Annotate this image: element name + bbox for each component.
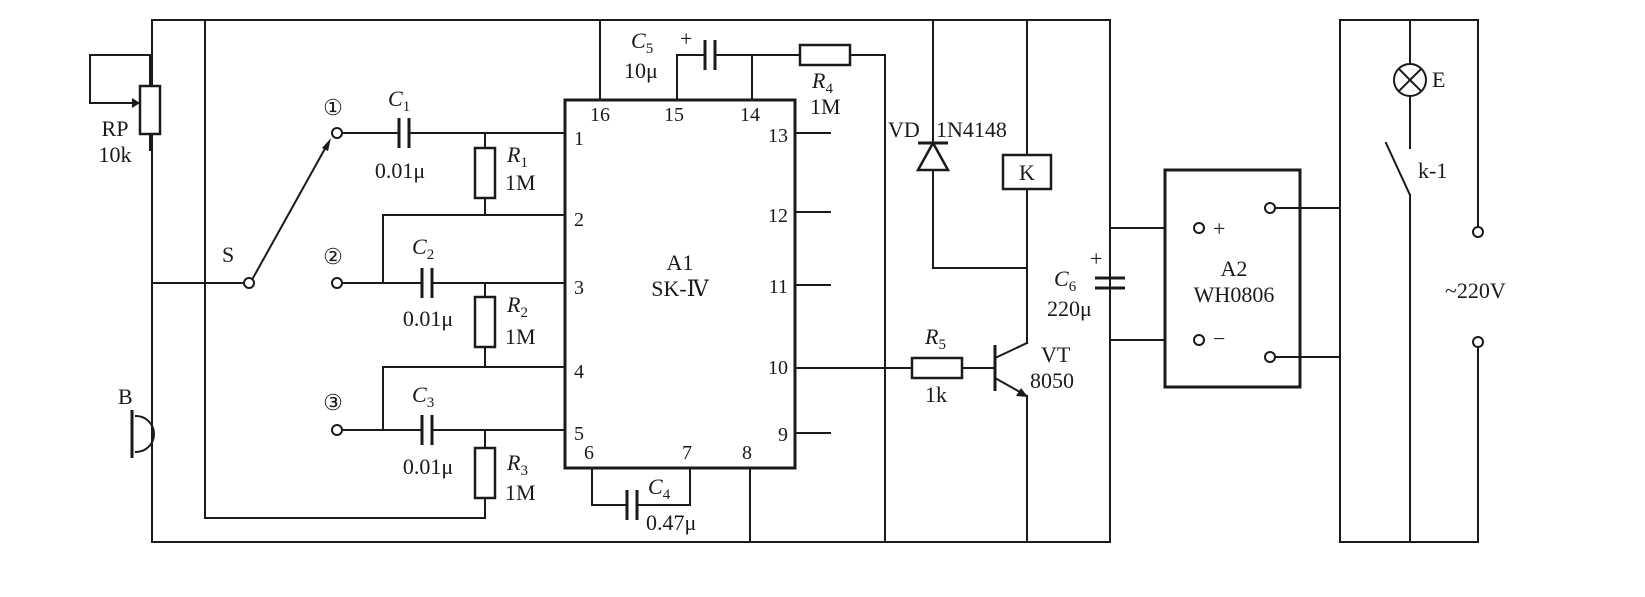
relay-coil-k: K bbox=[1001, 19, 1053, 344]
rp-name: RP bbox=[102, 116, 129, 141]
r2-value: 1M bbox=[505, 324, 536, 349]
mains-label: ~220V bbox=[1445, 278, 1506, 303]
transistor-part: 8050 bbox=[1030, 368, 1074, 393]
a2-name: A2 bbox=[1221, 256, 1248, 281]
switch-name: S bbox=[222, 242, 234, 267]
r5-value: 1k bbox=[925, 382, 947, 407]
a1-pin-1: 1 bbox=[574, 128, 584, 150]
a1-pin-15: 15 bbox=[664, 104, 684, 126]
potentiometer-rp: RP 10k bbox=[89, 54, 162, 167]
module-a2: + − A2 WH0806 bbox=[1163, 168, 1341, 389]
lamp-name: E bbox=[1432, 67, 1445, 92]
resistor-r5: R5 1k bbox=[794, 324, 996, 407]
c1-label: C1 bbox=[388, 86, 410, 115]
diode-vd: VD 1N4148 bbox=[888, 19, 1028, 269]
r4-label: R4 bbox=[811, 68, 833, 97]
capacitor-c4: C4 0.47μ bbox=[591, 467, 696, 535]
c1-value: 0.01μ bbox=[375, 158, 425, 183]
a2-plus: + bbox=[1213, 216, 1225, 241]
a1-pin-6: 6 bbox=[584, 442, 594, 464]
a1-pin-14: 14 bbox=[740, 104, 760, 126]
transistor-name: VT bbox=[1041, 342, 1071, 367]
r4-value: 1M bbox=[810, 94, 841, 119]
a1-pin-5: 5 bbox=[574, 423, 584, 445]
c6-polarity: + bbox=[1090, 246, 1102, 271]
diode-part: 1N4148 bbox=[936, 117, 1007, 142]
switch-position-2: ② bbox=[323, 244, 343, 269]
c5-label: C5 bbox=[631, 28, 653, 57]
transistor-vt: VT 8050 bbox=[993, 341, 1074, 543]
switch-position-3: ③ bbox=[323, 390, 343, 415]
a2-part: WH0806 bbox=[1194, 282, 1275, 307]
ic-a1: A1 SK-Ⅳ 1 2 3 4 5 6 7 8 9 10 11 12 13 14… bbox=[563, 19, 831, 543]
r3-label: R3 bbox=[506, 450, 528, 479]
a1-pin-13: 13 bbox=[768, 125, 788, 147]
c2-value: 0.01μ bbox=[403, 306, 453, 331]
a1-part: SK-Ⅳ bbox=[651, 276, 709, 301]
r1-label: R1 bbox=[506, 142, 528, 171]
a2-minus: − bbox=[1213, 326, 1225, 351]
a1-pin-16: 16 bbox=[590, 104, 610, 126]
microphone-b: B bbox=[118, 384, 155, 458]
rp-value: 10k bbox=[99, 142, 132, 167]
a1-pin-12: 12 bbox=[768, 205, 788, 227]
c6-label: C6 bbox=[1054, 266, 1077, 295]
a1-pin-4: 4 bbox=[574, 361, 584, 383]
mains-circuit: ~220V E k-1 bbox=[1339, 19, 1506, 543]
a1-name: A1 bbox=[667, 250, 694, 275]
input-network-1: C1 0.01μ R1 1M bbox=[341, 86, 564, 216]
a1-pin-9: 9 bbox=[778, 424, 788, 446]
mic-name: B bbox=[118, 384, 133, 409]
r2-label: R2 bbox=[506, 292, 528, 321]
a1-pin-2: 2 bbox=[574, 209, 584, 231]
input-network-2: C2 0.01μ R2 1M bbox=[341, 214, 564, 368]
c3-value: 0.01μ bbox=[403, 454, 453, 479]
a1-pin-11: 11 bbox=[769, 276, 788, 298]
c5-value: 10μ bbox=[624, 58, 658, 83]
r5-label: R5 bbox=[924, 324, 946, 353]
c6-value: 220μ bbox=[1047, 296, 1092, 321]
switch-position-1: ① bbox=[323, 95, 343, 120]
relay-name: K bbox=[1019, 160, 1035, 185]
c5-polarity: + bbox=[680, 26, 692, 51]
c2-label: C2 bbox=[412, 234, 434, 263]
selector-switch-s: S ① ② ③ bbox=[151, 95, 343, 436]
c3-label: C3 bbox=[412, 382, 434, 411]
r1-value: 1M bbox=[505, 170, 536, 195]
a1-pin-3: 3 bbox=[574, 277, 584, 299]
diode-name: VD bbox=[888, 117, 920, 142]
feedback-c5-r4: + C5 10μ R4 1M bbox=[624, 26, 886, 543]
a1-pin-8: 8 bbox=[742, 442, 752, 464]
c4-label: C4 bbox=[648, 474, 671, 503]
a1-pin-10: 10 bbox=[768, 357, 788, 379]
relay-contact: k-1 bbox=[1418, 158, 1447, 183]
input-network-3: C3 0.01μ R3 1M bbox=[341, 366, 564, 505]
r3-value: 1M bbox=[505, 480, 536, 505]
a1-pin-7: 7 bbox=[682, 442, 692, 464]
c4-value: 0.47μ bbox=[646, 510, 696, 535]
